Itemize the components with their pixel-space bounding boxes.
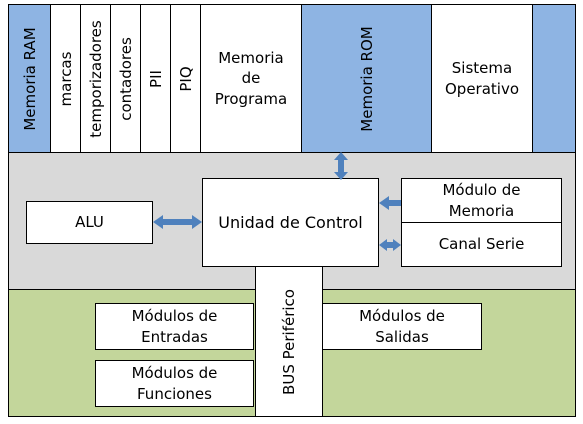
bus-periferico-box: BUS Periférico [255,266,323,417]
canal-serie-box: Canal Serie [401,222,562,267]
modulos-salidas-box: Módulos de Salidas [322,303,482,350]
memoria-ram-cell: Memoria RAM [8,4,51,153]
memoria-programa-cell: Memoria de Programa [200,4,302,153]
memoria-rom-cell: Memoria ROM [301,4,432,153]
contadores-label: contadores [116,36,135,121]
alu-box: ALU [26,201,153,244]
piq-label: PIQ [176,65,195,92]
unidad-control-box: Unidad de Control [202,178,379,267]
bus-periferico-label: BUS Periférico [280,288,298,395]
modulo-memoria-box: Módulo de Memoria [401,178,562,223]
memoria-ram-label: Memoria RAM [20,26,39,131]
pii-label: PII [146,69,165,88]
sistema-operativo-cell: Sistema Operativo [431,4,533,153]
temporizadores-cell: temporizadores [80,4,111,153]
temporizadores-label: temporizadores [86,19,105,138]
modulos-entradas-box: Módulos de Entradas [95,303,254,350]
marcas-label: marcas [56,51,75,106]
memoria-rom-label: Memoria ROM [357,25,376,132]
pii-cell: PII [140,4,171,153]
marcas-cell: marcas [50,4,81,153]
piq-cell: PIQ [170,4,201,153]
contadores-cell: contadores [110,4,141,153]
modulos-funciones-box: Módulos de Funciones [95,360,254,407]
